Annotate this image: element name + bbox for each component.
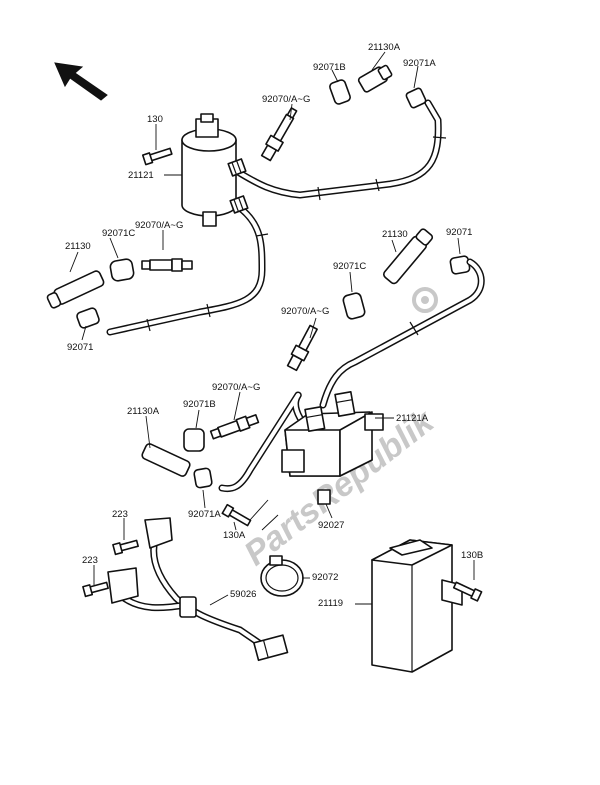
label-92070-upper: 92070/A~G [262, 94, 311, 105]
label-92070-right: 92070/A~G [281, 306, 330, 317]
bolt-130b [452, 581, 483, 602]
label-59026: 59026 [230, 589, 257, 600]
label-92071b-lower: 92071B [183, 399, 216, 410]
label-21130-right: 21130 [382, 229, 408, 240]
label-92070-lower: 92070/A~G [212, 382, 261, 393]
leader-lines [69, 51, 475, 606]
label-130b: 130B [461, 550, 484, 561]
plug-boot-92071c-right [342, 292, 366, 320]
label-92071c-right: 92071C [333, 261, 367, 272]
label-92071a-lower: 92071A [188, 509, 221, 520]
spark-plug-upper [260, 107, 298, 162]
spark-plug-left [141, 258, 193, 272]
nut-92027 [317, 489, 331, 505]
spark-plug-lower [209, 414, 260, 440]
bolt-223-lower [82, 581, 109, 598]
plug-boot-92071c-left [109, 258, 135, 282]
bolt-130a [221, 503, 252, 527]
plug-cap-21130a-upper [357, 64, 393, 93]
label-21121a: 21121A [396, 413, 429, 424]
ignitor-unit-21119 [371, 539, 463, 673]
plug-cap-21130a-lower [141, 443, 191, 477]
plug-cap-21130-right [382, 228, 434, 285]
label-223-lower: 223 [82, 555, 98, 566]
label-130: 130 [147, 114, 163, 125]
label-21121: 21121 [128, 170, 154, 181]
label-130a: 130A [223, 530, 246, 541]
label-21130-left: 21130 [65, 241, 91, 252]
plug-boot-92071-right [449, 255, 471, 275]
spark-plug-right [286, 324, 318, 372]
pickup-harness-59026 [107, 517, 289, 662]
label-92027: 92027 [318, 520, 345, 531]
label-92072: 92072 [312, 572, 339, 583]
label-92071-left: 92071 [67, 342, 94, 353]
label-223-upper: 223 [112, 509, 128, 520]
label-21130a-upper: 21130A [368, 42, 401, 53]
plug-boot-92071b-lower [183, 428, 205, 452]
plug-boot-92071-left [76, 307, 100, 329]
plug-boot-92071b-upper [329, 79, 351, 105]
ignition-coil-21121a [218, 258, 485, 493]
label-92071-right: 92071 [446, 227, 473, 238]
label-92070-left: 92070/A~G [135, 220, 184, 231]
plug-boot-92071a-upper [405, 87, 427, 109]
label-92071b-upper: 92071B [313, 62, 346, 73]
bolt-223-upper [112, 539, 139, 556]
label-21130a-lower: 21130A [127, 406, 160, 417]
plug-cap-21130-left [46, 270, 105, 309]
plug-boot-92071a-lower [193, 467, 213, 489]
front-direction-arrow-icon [54, 62, 108, 101]
bolt-130 [141, 147, 173, 166]
watermark-gear-icon [412, 287, 438, 313]
clamp-92072 [260, 555, 304, 597]
label-92071c-left: 92071C [102, 228, 136, 239]
ignition-coil-21121 [106, 99, 447, 336]
label-21119: 21119 [318, 598, 344, 609]
label-92071a-upper: 92071A [403, 58, 436, 69]
